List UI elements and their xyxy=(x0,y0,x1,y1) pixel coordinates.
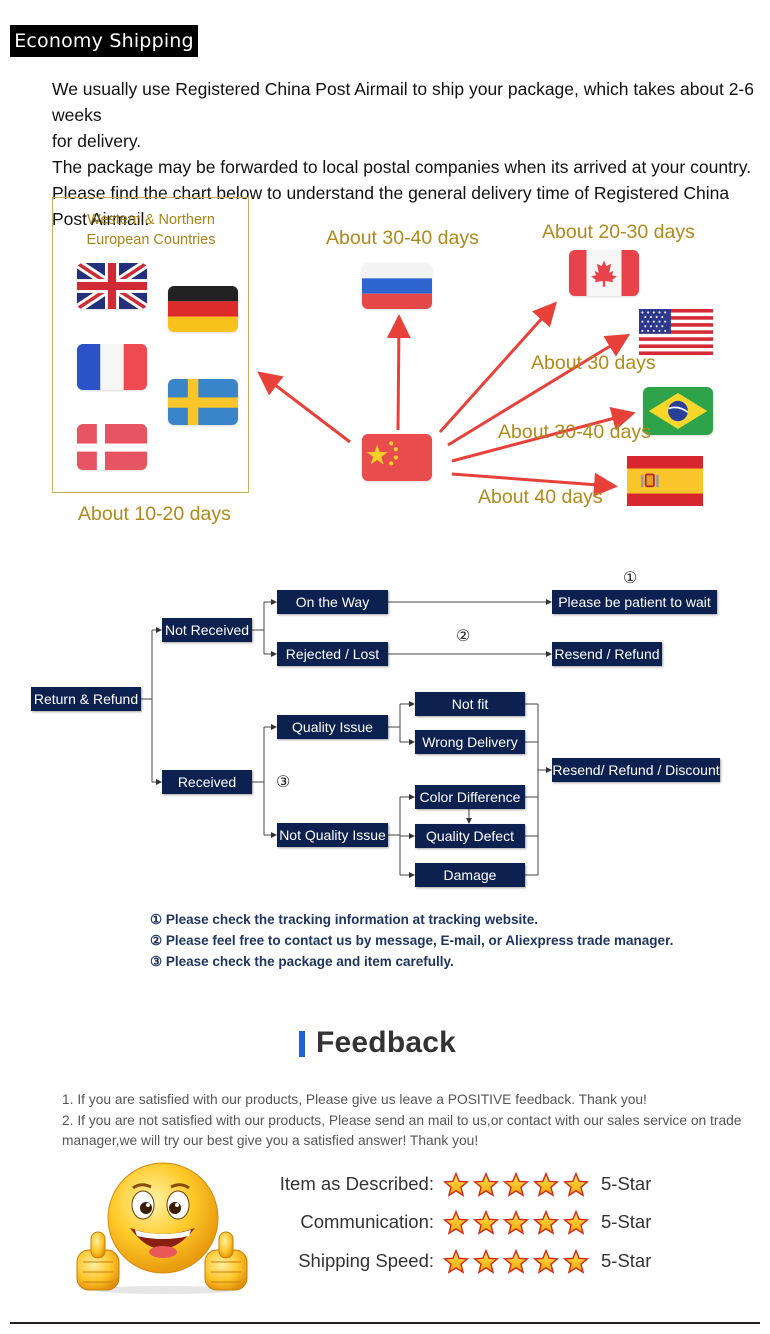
star-icon xyxy=(442,1248,473,1275)
flow-node-damage: Damage xyxy=(415,863,525,887)
flow-connectors xyxy=(140,599,552,878)
flag-sweden-icon xyxy=(168,379,238,425)
flow-node-resend-refund-discount: Resend/ Refund / Discount xyxy=(552,758,720,782)
star-icon xyxy=(472,1171,503,1198)
shipping-arrows xyxy=(257,301,636,497)
rating-label: Item as Described: xyxy=(279,1173,434,1194)
star-icon xyxy=(502,1248,533,1275)
rating-stars xyxy=(442,1209,593,1236)
flow-mark-3: ③ xyxy=(276,774,291,791)
flag-denmark-icon xyxy=(77,424,147,470)
star-icon xyxy=(442,1171,473,1198)
flow-node-quality-defect: Quality Defect xyxy=(415,824,525,848)
flow-node-not-quality-issue: Not Quality Issue xyxy=(277,823,388,847)
flag-russia-icon xyxy=(362,263,432,309)
flow-node-return-refund: Return & Refund xyxy=(31,687,141,711)
rating-value: 5-Star xyxy=(601,1173,652,1194)
flow-mark-2: ② xyxy=(456,628,471,645)
star-icon xyxy=(562,1209,593,1236)
flow-node-quality-issue: Quality Issue xyxy=(277,715,388,739)
note-2: ② Please feel free to contact us by mess… xyxy=(150,933,674,948)
rating-label: Shipping Speed: xyxy=(298,1250,434,1271)
note-1: ① Please check the tracking information … xyxy=(150,912,538,927)
star-icon xyxy=(532,1209,563,1236)
rating-stars xyxy=(442,1171,593,1198)
flow-node-be-patient: Please be patient to wait xyxy=(552,590,717,614)
time-canada-label: About 20-30 days xyxy=(542,221,695,243)
flow-node-color-difference: Color Difference xyxy=(415,785,525,809)
feedback-accent-bar xyxy=(299,1031,305,1057)
feedback-title: Feedback xyxy=(316,1026,456,1059)
flag-canada-icon xyxy=(569,250,639,296)
flag-brazil-icon xyxy=(643,387,713,435)
rating-value: 5-Star xyxy=(601,1250,652,1271)
smiley-thumbs-up-icon xyxy=(75,1160,250,1295)
flow-node-not-received: Not Received xyxy=(162,618,252,642)
europe-box xyxy=(52,197,249,493)
feedback-line: 1. If you are satisfied with our product… xyxy=(62,1092,647,1107)
flow-node-rejected-lost: Rejected / Lost xyxy=(277,642,388,666)
time-russia-label: About 30-40 days xyxy=(326,227,479,249)
section-title-economy-shipping: Economy Shipping xyxy=(10,25,198,57)
star-icon xyxy=(472,1209,503,1236)
flow-notes: ① Please check the tracking information … xyxy=(150,909,673,972)
star-icon xyxy=(472,1248,503,1275)
flow-node-resend-refund: Resend / Refund xyxy=(552,642,662,666)
flag-uk-icon xyxy=(77,263,147,309)
feedback-line: 2. If you are not satisfied with our pro… xyxy=(62,1112,742,1149)
star-icon xyxy=(562,1171,593,1198)
flag-spain-icon xyxy=(627,456,703,506)
star-icon xyxy=(502,1209,533,1236)
rating-label: Communication: xyxy=(300,1211,434,1232)
time-usa-label: About 30 days xyxy=(531,352,656,374)
intro-line: The package may be forwarded to local po… xyxy=(52,157,752,177)
feedback-text: 1. If you are satisfied with our product… xyxy=(62,1090,742,1152)
time-spain-label: About 40 days xyxy=(478,486,603,508)
divider xyxy=(10,1322,760,1324)
time-europe-label: About 10-20 days xyxy=(78,503,231,525)
flow-mark-1: ① xyxy=(623,570,638,587)
star-icon xyxy=(532,1171,563,1198)
star-icon xyxy=(532,1248,563,1275)
flag-usa-icon xyxy=(639,309,713,355)
flow-node-on-the-way: On the Way xyxy=(277,590,388,614)
rating-stars xyxy=(442,1248,593,1275)
flow-node-wrong-delivery: Wrong Delivery xyxy=(415,730,525,754)
flow-node-not-fit: Not fit xyxy=(415,692,525,716)
shipping-intro: We usually use Registered China Post Air… xyxy=(52,76,757,232)
time-brazil-label: About 30-40 days xyxy=(498,421,651,443)
rating-value: 5-Star xyxy=(601,1211,652,1232)
flag-france-icon xyxy=(77,344,147,390)
intro-line: Please find the chart below to understan… xyxy=(52,183,730,229)
note-3: ③ Please check the package and item care… xyxy=(150,954,454,969)
flag-china-icon xyxy=(362,434,432,481)
star-icon xyxy=(502,1171,533,1198)
flag-germany-icon xyxy=(168,286,238,332)
star-icon xyxy=(562,1248,593,1275)
star-icon xyxy=(442,1209,473,1236)
flow-node-received: Received xyxy=(162,770,252,794)
intro-line: We usually use Registered China Post Air… xyxy=(52,79,754,151)
